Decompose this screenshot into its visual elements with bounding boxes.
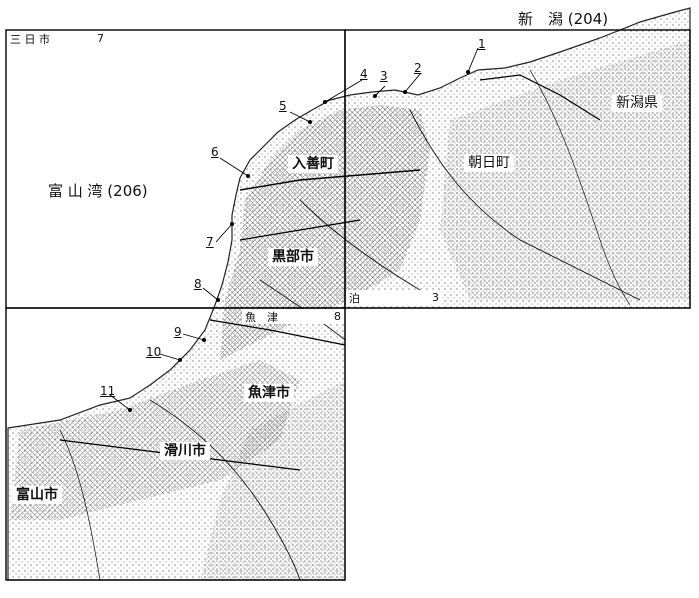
label-niigata-sheet: 新 潟 (204) [518, 10, 609, 28]
label-toyama-city: 富山市 [12, 486, 62, 504]
sheet-frame-tomari [344, 29, 691, 309]
road [479, 74, 601, 121]
site-number-4: 4 [360, 67, 368, 81]
river [529, 69, 631, 306]
sheet-number: 7 [97, 32, 104, 45]
site-number-1: 1 [478, 37, 486, 51]
label-uozu-city: 魚津市 [244, 384, 294, 402]
river [299, 199, 421, 291]
sheet-frame-uozu [5, 307, 346, 581]
site-number-3: 3 [380, 69, 388, 83]
sheet-label-uozu: 魚 津 8 [242, 309, 344, 324]
sheet-name: 魚 津 [245, 310, 278, 324]
sheet-number: 8 [334, 310, 341, 323]
label-nyuzen-town: 入善町 [288, 155, 338, 173]
urban-south [10, 360, 300, 520]
site-markers [128, 70, 470, 412]
label-namerikawa-city: 滑川市 [160, 442, 210, 460]
label-asahi-town: 朝日町 [464, 154, 514, 172]
leader-lines [109, 47, 479, 411]
mountain-shading-south [200, 380, 345, 580]
river [59, 429, 101, 581]
road [239, 169, 421, 191]
road [239, 219, 361, 241]
site-number-7: 7 [206, 235, 214, 249]
urban-coastal-belt [220, 105, 430, 360]
label-niigata-prefecture: 新潟県 [612, 94, 662, 112]
site-number-6: 6 [211, 145, 219, 159]
road [209, 319, 346, 346]
sheet-name: 泊 [349, 291, 360, 305]
label-toyama-bay: 富 山 湾 (206) [48, 182, 148, 200]
river [409, 109, 641, 301]
site-number-9: 9 [174, 325, 182, 339]
site-number-11: 11 [100, 384, 116, 398]
sheet-name: 三 日 市 [10, 32, 50, 46]
site-number-5: 5 [279, 99, 287, 113]
sheet-label-tomari: 泊 3 [346, 290, 442, 305]
site-number-2: 2 [414, 61, 422, 75]
site-number-10: 10 [146, 345, 162, 359]
label-kurobe-city: 黒部市 [268, 248, 318, 266]
site-number-8: 8 [194, 277, 202, 291]
sheet-number: 3 [432, 291, 439, 304]
river [149, 399, 301, 581]
sheet-label-mikkaichi: 三 日 市 7 [7, 31, 107, 46]
